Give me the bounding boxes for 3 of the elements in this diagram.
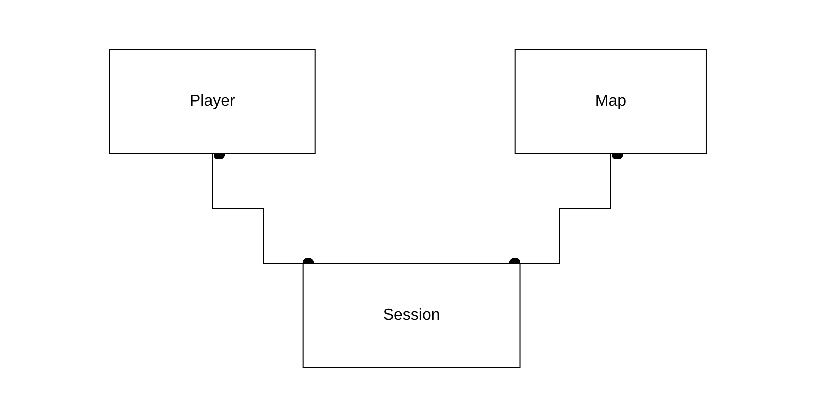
node-box: Session: [303, 264, 521, 368]
node-box: Map: [515, 50, 708, 154]
node-box: Player: [110, 50, 316, 154]
